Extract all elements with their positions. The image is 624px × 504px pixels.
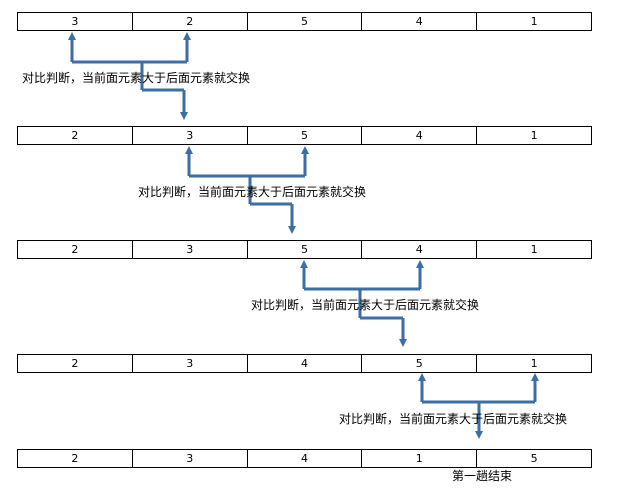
array-row-1: 3 2 5 4 1 [17, 12, 592, 31]
array-cell: 5 [530, 452, 538, 465]
array-cell: 3 [133, 450, 248, 467]
array-cell: 1 [530, 15, 538, 28]
array-cell: 5 [248, 13, 363, 30]
array-row-3: 2 3 5 4 1 [17, 240, 592, 259]
array-cell: 1 [530, 357, 538, 370]
array-cell: 4 [362, 13, 478, 30]
compare-note-2: 对比判断，当前面元素大于后面元素就交换 [138, 185, 367, 199]
array-cell: 1 [530, 129, 538, 142]
array-row-2: 2 3 5 4 1 [17, 126, 592, 145]
array-cell: 5 [248, 241, 363, 258]
array-cell: 5 [362, 355, 478, 372]
array-cell: 3 [133, 241, 248, 258]
array-cell: 2 [133, 13, 248, 30]
array-cell: 3 [133, 127, 248, 144]
array-row-5: 2 3 4 1 5 [17, 449, 592, 468]
array-cell: 2 [18, 355, 133, 372]
array-cell: 1 [362, 450, 478, 467]
pass-end-label: 第一趟结束 [452, 469, 513, 483]
array-cell: 2 [18, 127, 133, 144]
array-row-4: 2 3 4 5 1 [17, 354, 592, 373]
array-cell: 2 [18, 241, 133, 258]
array-cell: 4 [362, 241, 478, 258]
array-cell: 3 [133, 355, 248, 372]
compare-note-4: 对比判断，当前面元素大于后面元素就交换 [339, 412, 568, 426]
compare-note-3: 对比判断，当前面元素大于后面元素就交换 [251, 298, 480, 312]
array-cell: 2 [18, 450, 133, 467]
compare-note-1: 对比判断，当前面元素大于后面元素就交换 [22, 71, 251, 85]
array-cell: 3 [18, 13, 133, 30]
array-cell: 1 [530, 243, 538, 256]
array-cell: 5 [248, 127, 363, 144]
array-cell: 4 [248, 450, 363, 467]
array-cell: 4 [248, 355, 363, 372]
array-cell: 4 [362, 127, 478, 144]
